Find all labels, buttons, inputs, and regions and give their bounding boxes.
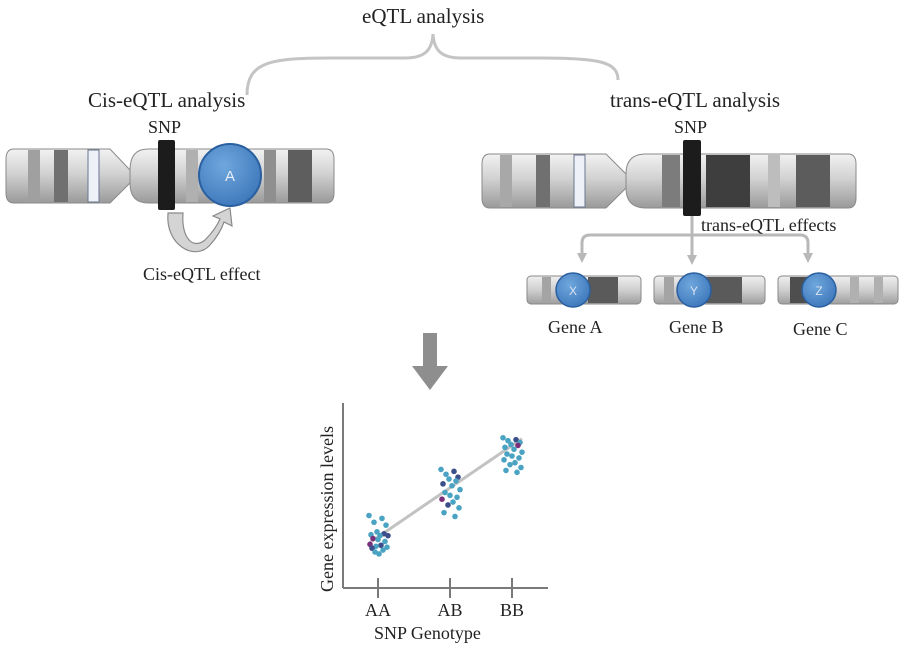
data-point: [514, 469, 520, 476]
data-point: [374, 529, 380, 535]
data-point: [456, 505, 462, 511]
data-point: [439, 496, 445, 503]
data-point: [519, 449, 525, 455]
data-point: [450, 499, 456, 505]
data-point: [379, 515, 385, 522]
data-point: [501, 457, 507, 463]
gene-b-label: Gene B: [669, 317, 724, 337]
y-axis-title: Gene expression levels: [317, 426, 337, 592]
trans-effect-arrows: [577, 216, 813, 265]
data-point: [451, 468, 457, 475]
trans-analysis-title: trans-eQTL analysis: [610, 88, 781, 112]
gene-a-label: Gene A: [548, 317, 603, 337]
data-point: [446, 476, 452, 482]
data-point: [438, 466, 444, 473]
data-point: [378, 542, 384, 549]
data-point: [513, 436, 519, 443]
data-point: [511, 446, 517, 453]
gene-b-chromosome: Y: [653, 272, 766, 308]
data-point: [516, 455, 522, 461]
data-point: [443, 471, 449, 478]
data-point: [370, 535, 376, 542]
data-point: [382, 538, 388, 545]
data-point: [502, 444, 508, 451]
data-point: [453, 478, 459, 484]
data-point: [518, 464, 524, 471]
analysis-brace: [245, 33, 620, 96]
cis-analysis-title: Cis-eQTL analysis: [88, 88, 246, 112]
trans-chromosome: [481, 153, 857, 209]
data-point: [383, 522, 389, 528]
data-point: [500, 434, 506, 441]
cis-effect-label: Cis-eQTL effect: [143, 264, 261, 284]
trans-snp-marker: [683, 140, 701, 216]
data-point: [369, 545, 375, 551]
data-point: [512, 459, 518, 466]
data-point: [505, 437, 511, 444]
x-tick-label-bb: BB: [500, 600, 524, 620]
data-point: [366, 512, 372, 519]
data-point: [507, 461, 513, 468]
expression-scatter-plot: AA AB BB: [342, 403, 548, 620]
data-point: [503, 467, 509, 474]
data-point: [445, 502, 451, 508]
x-tick-label-ab: AB: [437, 600, 462, 620]
data-point: [440, 481, 446, 487]
data-point: [441, 509, 447, 516]
gene-a-letter: X: [569, 284, 577, 298]
trans-effects-label: trans-eQTL effects: [701, 215, 837, 235]
data-point: [447, 492, 453, 499]
gene-c-label: Gene C: [793, 319, 848, 339]
data-point: [371, 519, 377, 526]
cis-snp-marker: [158, 140, 175, 210]
data-point: [509, 453, 515, 459]
data-point: [449, 482, 455, 489]
data-point: [454, 494, 460, 501]
data-point: [384, 544, 390, 550]
cis-chromosome: [5, 148, 335, 204]
x-tick-label-aa: AA: [365, 600, 391, 620]
data-point: [376, 551, 382, 557]
data-point: [508, 441, 514, 448]
cis-gene-a: A: [198, 143, 262, 207]
data-point: [452, 513, 458, 520]
data-point: [385, 532, 391, 539]
data-point: [515, 442, 521, 449]
data-point: [380, 547, 386, 553]
data-point: [375, 536, 381, 543]
trans-snp-label: SNP: [674, 117, 708, 137]
data-point: [504, 451, 510, 457]
x-axis-title: SNP Genotype: [374, 623, 481, 643]
cis-effect-arrow: [167, 207, 233, 253]
gene-b-letter: Y: [690, 284, 698, 298]
data-point: [442, 489, 448, 496]
cis-snp-label: SNP: [148, 117, 182, 137]
gene-c-letter: Z: [815, 284, 822, 298]
data-point: [457, 486, 463, 493]
cis-gene-letter: A: [225, 168, 235, 185]
diagram-title: eQTL analysis: [362, 4, 485, 28]
gene-c-chromosome: Z: [777, 272, 899, 308]
down-arrow: [412, 333, 448, 390]
gene-a-chromosome: X: [526, 272, 642, 308]
